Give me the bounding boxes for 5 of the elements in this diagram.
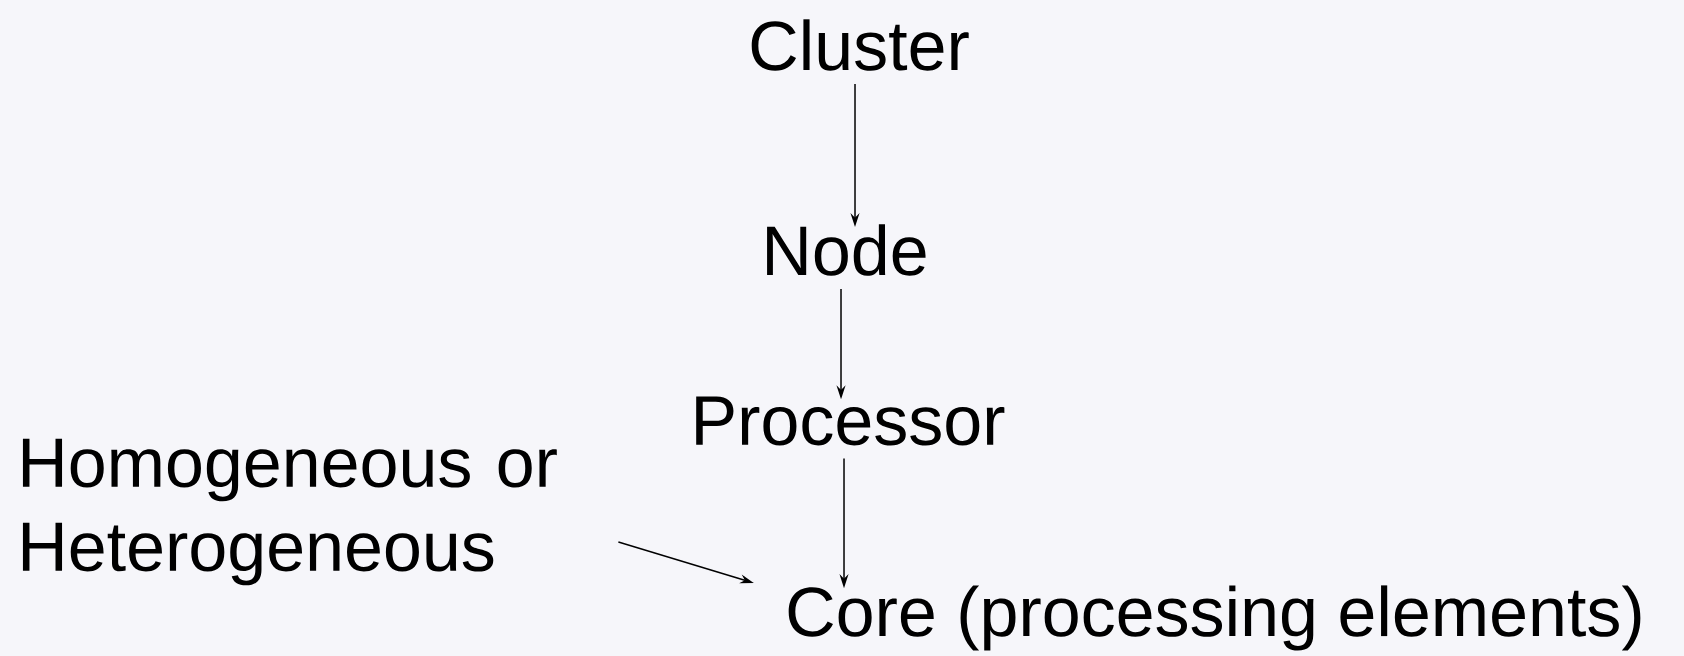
node-label: Homogeneous or Heterogeneous (22, 438, 557, 586)
node-label: Node (767, 224, 926, 276)
node-label: Processor (696, 396, 1005, 446)
node-label: Cluster (751, 19, 969, 71)
node-label: Core (processing elements) (788, 585, 1641, 651)
